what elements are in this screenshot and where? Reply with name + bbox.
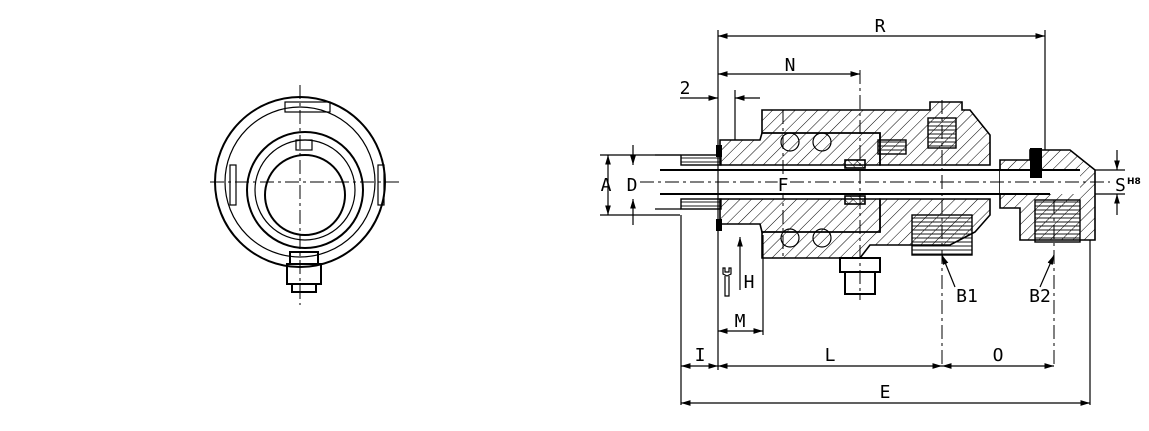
label-n: N [785, 55, 796, 76]
end-view [210, 85, 400, 305]
label-f: F [778, 175, 789, 196]
label-s-tolerance: H8 [1127, 177, 1141, 187]
label-2: 2 [680, 78, 691, 99]
label-h: H [744, 272, 755, 293]
label-l: L [825, 345, 836, 366]
label-i: I [695, 345, 706, 366]
label-d: D [627, 175, 638, 196]
wrench-icon [722, 267, 732, 297]
label-m: M [735, 311, 746, 332]
label-s: S [1115, 175, 1126, 196]
dimension-labels: R N 2 A D F S H8 H M B1 B2 I L O E [601, 16, 1141, 403]
extension-lines [600, 30, 1125, 405]
label-a: A [601, 175, 612, 196]
dimension-lines [605, 33, 1120, 406]
label-b2: B2 [1029, 286, 1051, 307]
label-b1: B1 [956, 286, 978, 307]
section-view [640, 70, 1110, 365]
label-o: O [993, 345, 1004, 366]
label-e: E [880, 382, 891, 403]
label-r: R [875, 16, 886, 37]
